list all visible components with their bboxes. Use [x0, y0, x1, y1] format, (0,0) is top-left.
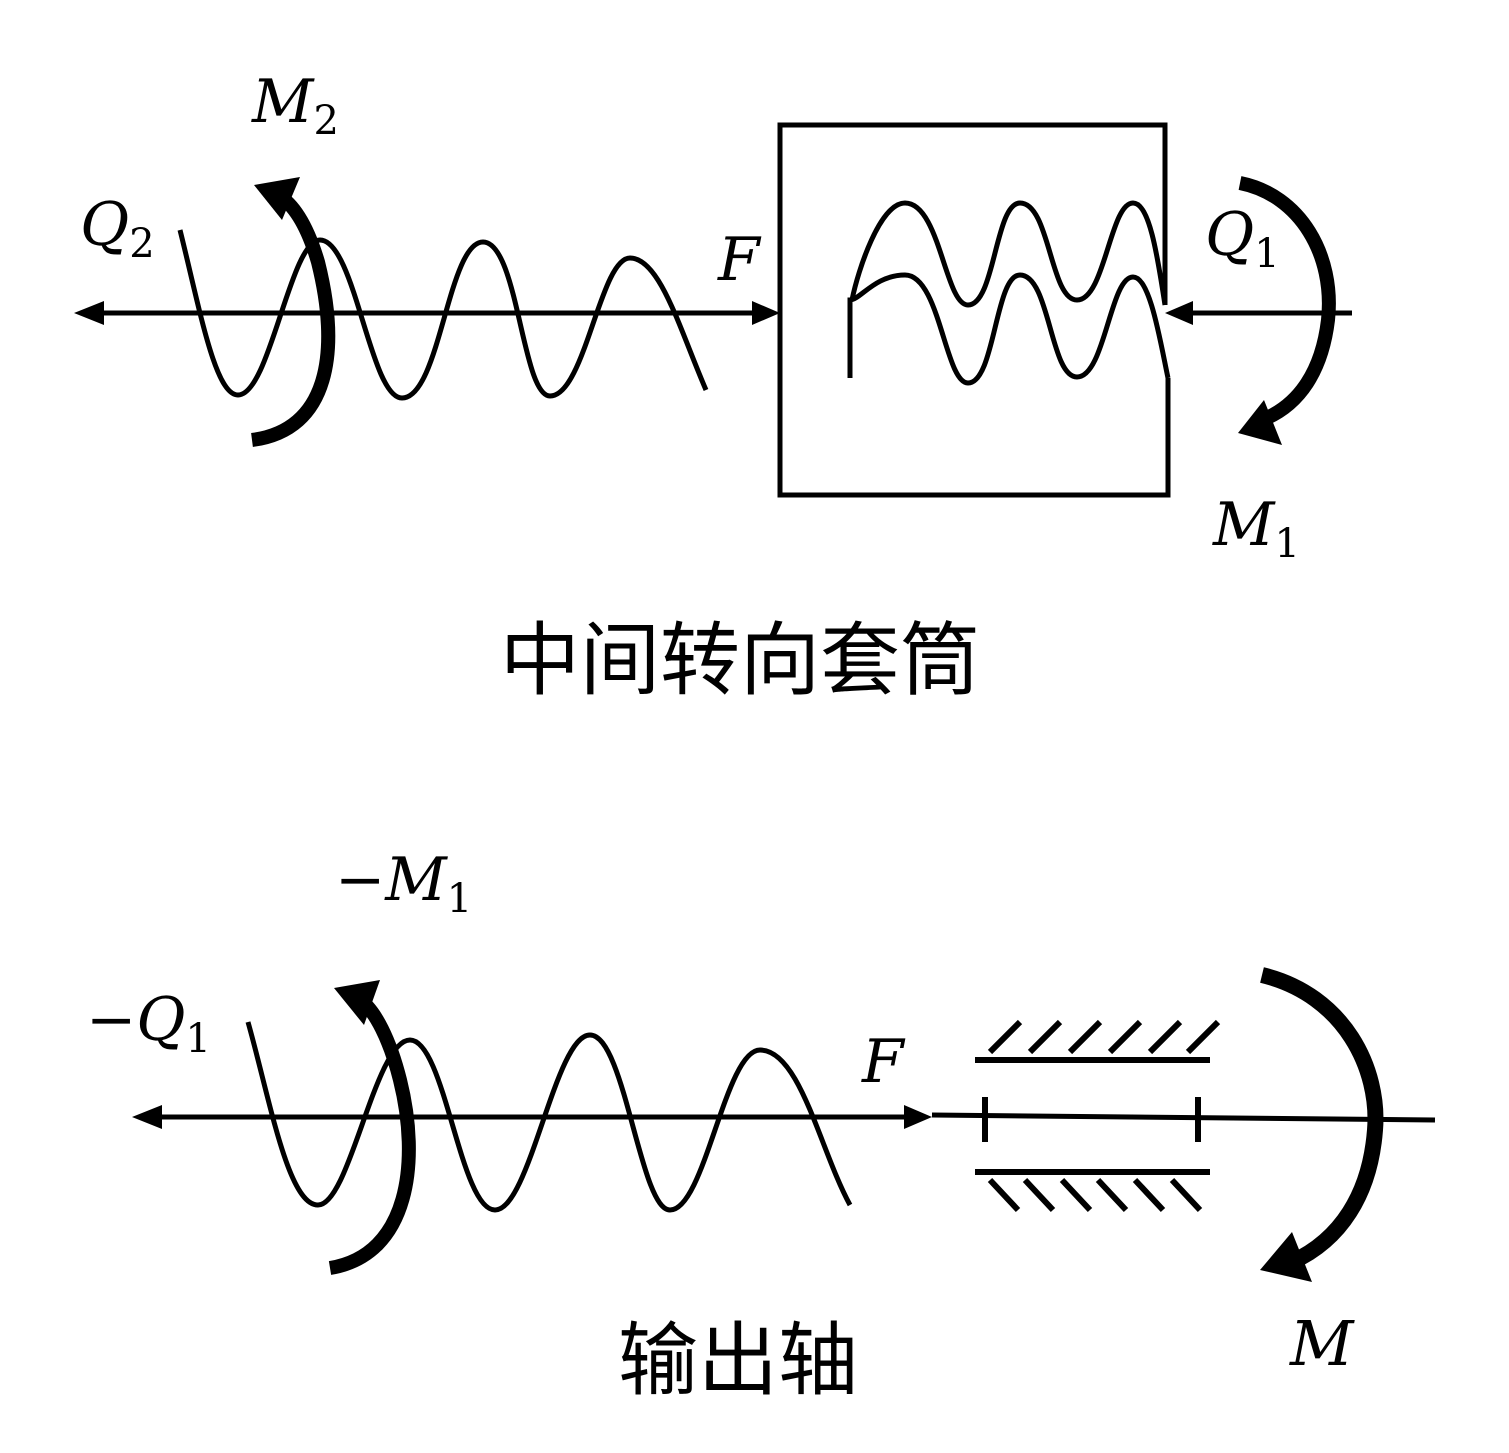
top-m1-moment-arc: [1238, 176, 1336, 427]
bottom-f-arrowhead: [904, 1105, 932, 1129]
label-neg-q1: −Q1: [86, 985, 211, 1062]
label-m2: M2: [251, 67, 339, 144]
label-neg-m1: −M1: [335, 845, 472, 922]
bottom-diagram: −M1 −Q1 F M 输出轴: [86, 845, 1436, 1407]
bottom-m-moment-arc: [1260, 967, 1384, 1270]
label-f-top: F: [717, 225, 762, 295]
label-q2: Q2: [80, 190, 155, 267]
bearing-bottom-hatching: [987, 1177, 1203, 1213]
top-sleeve-lower-wave: [847, 272, 1171, 386]
bottom-spring-wave: [245, 1021, 853, 1213]
label-f-bottom: F: [861, 1027, 906, 1097]
top-f-arrowhead: [752, 301, 780, 325]
bottom-shaft-line: [931, 1112, 1436, 1123]
top-m2-arrowhead: [254, 177, 300, 220]
top-q2-arrowhead: [74, 301, 104, 325]
bottom-neg-m1-moment-arc: [328, 994, 416, 1275]
top-q1-arrowhead: [1165, 301, 1193, 325]
caption-top: 中间转向套筒: [500, 614, 980, 707]
top-sleeve-upper-wave: [849, 200, 1168, 308]
top-m1-arrowhead: [1238, 400, 1282, 445]
top-diagram: M2 Q2 F Q1 M1 中间转向套筒: [74, 67, 1352, 707]
label-m: M: [1289, 1307, 1355, 1380]
caption-bottom: 输出轴: [618, 1314, 858, 1407]
top-sleeve-box: [777, 122, 1171, 498]
top-spring-wave: [177, 229, 709, 401]
top-m2-moment-arc: [250, 188, 336, 447]
bottom-neg-q1-arrowhead: [132, 1105, 162, 1129]
bottom-m-arrowhead: [1260, 1232, 1312, 1282]
label-m1: M1: [1212, 490, 1300, 567]
bearing-top-hatching: [987, 1019, 1221, 1055]
bottom-neg-m1-arrowhead: [334, 980, 380, 1025]
label-q1: Q1: [1205, 200, 1280, 277]
